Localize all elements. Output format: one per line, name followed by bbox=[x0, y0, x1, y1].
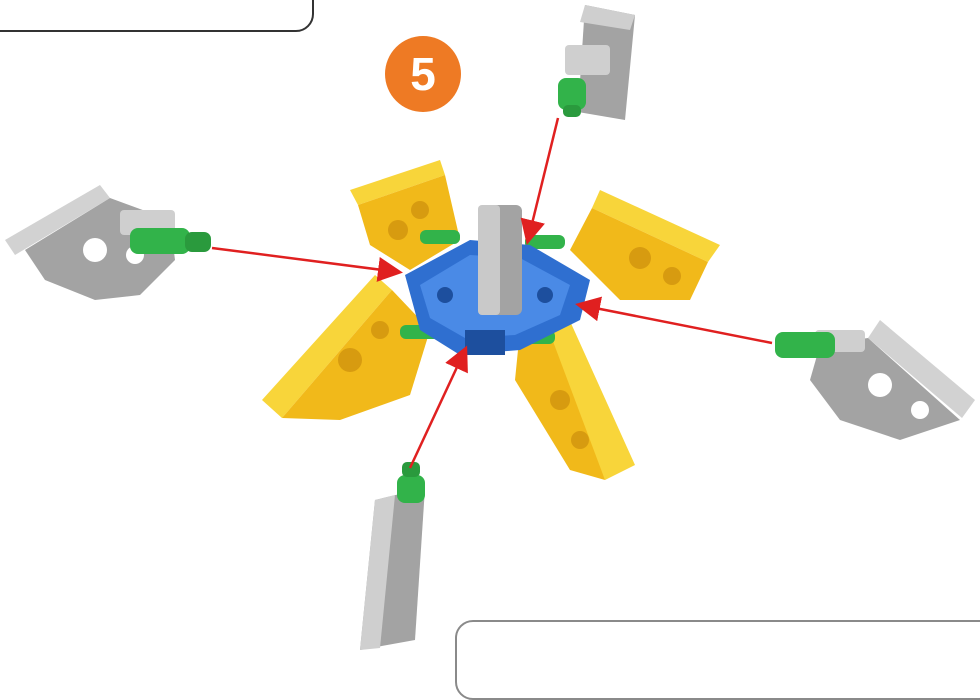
green-connector bbox=[420, 230, 460, 244]
assembly-diagram bbox=[0, 0, 980, 655]
arrow-right bbox=[580, 305, 772, 343]
gray-clip-bottom bbox=[360, 462, 425, 650]
step-number-badge: 5 bbox=[385, 36, 461, 112]
step-number: 5 bbox=[410, 47, 436, 101]
yellow-rod-bottom-left bbox=[262, 275, 430, 420]
gray-clip-top bbox=[558, 5, 635, 120]
yellow-rod-top-right bbox=[570, 190, 720, 300]
arrow-top bbox=[528, 118, 558, 240]
arrow-left bbox=[212, 248, 398, 272]
gray-clip-left bbox=[5, 185, 211, 300]
gray-center-clip bbox=[478, 205, 522, 315]
yellow-rod-top-left bbox=[350, 160, 460, 270]
gray-clip-right bbox=[775, 320, 975, 440]
